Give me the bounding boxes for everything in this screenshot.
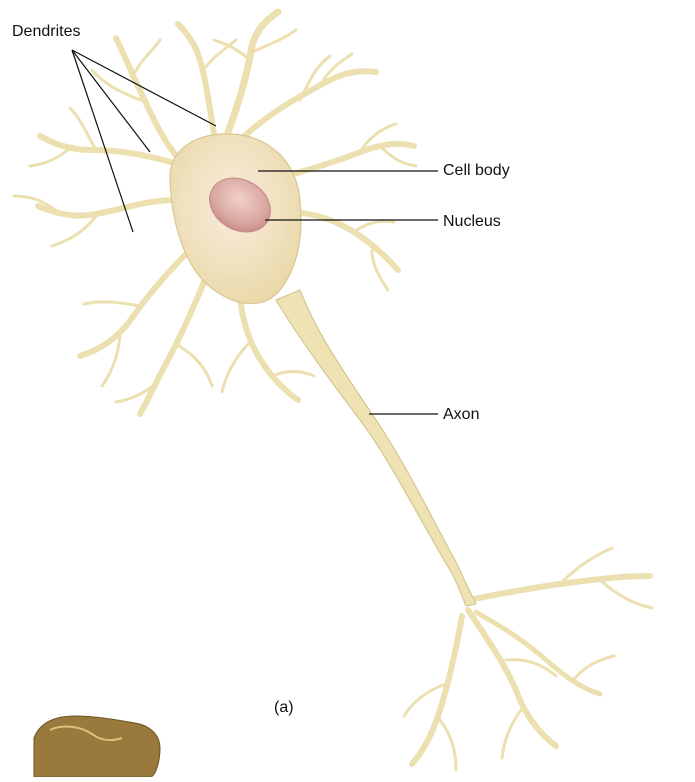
panel-label: (a) [274,700,294,716]
axon-shape [276,290,476,606]
tissue-sample [34,716,160,777]
label-nucleus: Nucleus [443,214,501,230]
label-axon: Axon [443,407,479,423]
dendrite-branches [14,12,652,770]
label-dendrites: Dendrites [12,24,80,40]
label-cell-body: Cell body [443,163,510,179]
